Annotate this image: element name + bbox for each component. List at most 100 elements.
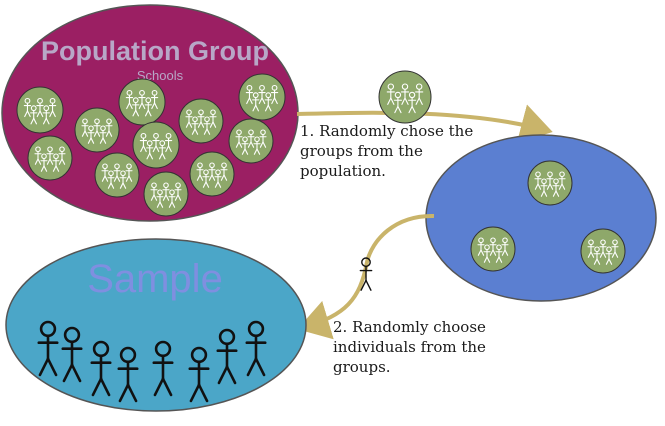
stick-figure-icon <box>37 320 59 377</box>
sample-title: Sample <box>87 257 223 301</box>
stick-figure-icon <box>599 239 607 258</box>
stick-figure-icon <box>540 178 548 197</box>
stick-figure-icon <box>48 97 57 118</box>
stick-figure-icon <box>139 132 148 153</box>
stick-figure-icon <box>216 328 238 385</box>
stick-figure-icon <box>158 140 166 160</box>
stick-figure-icon <box>220 162 228 181</box>
stick-figure-icon <box>253 136 261 155</box>
stick-figure-icon <box>119 170 127 189</box>
stick-figure-icon <box>156 189 164 208</box>
stick-figure-icon <box>501 237 509 256</box>
stick-figure-icon <box>264 92 272 112</box>
stick-figure-icon <box>214 169 222 188</box>
arrow-groups-to-sample <box>297 213 435 340</box>
school-cluster-icon <box>189 151 235 197</box>
stick-figure-icon <box>125 163 133 182</box>
stick-figure-icon <box>168 189 176 208</box>
school-cluster-icon <box>27 135 73 181</box>
stick-figure-icon <box>40 153 48 172</box>
school-cluster-icon <box>580 228 626 274</box>
school-cluster-icon <box>143 171 189 217</box>
stick-figure-icon <box>90 340 112 397</box>
school-cluster-icon <box>238 73 286 121</box>
stick-figure-icon <box>611 239 619 258</box>
stick-figure-icon <box>558 171 566 190</box>
stick-figure-icon <box>188 346 210 403</box>
stick-figure-icon <box>146 140 154 160</box>
sample-individuals <box>37 320 267 403</box>
stick-figure-icon <box>546 171 554 190</box>
stick-figure-icon <box>258 84 266 105</box>
stick-figure-icon <box>164 132 173 153</box>
stick-figure-icon <box>483 244 491 263</box>
stick-figure-icon <box>489 237 497 256</box>
stick-figure-icon <box>93 118 101 137</box>
step-2-label: 2. Randomly choose individuals from the … <box>333 318 486 376</box>
stick-figure-icon <box>138 89 146 110</box>
stick-figure-icon <box>42 105 50 125</box>
stick-figure-icon <box>46 146 54 165</box>
stick-figure-icon <box>202 169 210 188</box>
school-cluster-icon <box>94 152 140 198</box>
step-1-label: 1. Randomly chose the groups from the po… <box>300 122 474 180</box>
school-cluster-icon <box>527 160 573 206</box>
stick-figure-icon <box>144 97 152 117</box>
stick-figure-icon <box>259 129 267 148</box>
school-cluster-icon <box>118 78 166 126</box>
population-title: Population Group <box>41 36 269 66</box>
stick-figure-icon <box>197 109 205 128</box>
stick-figure-icon <box>81 118 89 137</box>
stick-figure-icon <box>393 91 403 114</box>
stick-figure-icon <box>235 129 243 148</box>
stick-figure-icon <box>196 162 204 181</box>
stick-figure-icon <box>477 237 485 256</box>
school-cluster-icon <box>132 121 180 169</box>
stick-figure-icon <box>247 129 255 148</box>
individual-in-transit <box>359 257 373 291</box>
stick-figure-icon <box>415 83 424 105</box>
stick-figure-icon <box>117 346 139 403</box>
stick-figure-icon <box>23 97 32 118</box>
selected-groups-clusters <box>470 160 626 274</box>
stick-figure-icon <box>407 91 417 114</box>
stick-figure-icon <box>30 105 38 125</box>
stick-figure-icon <box>34 146 42 165</box>
stick-figure-icon <box>152 340 174 397</box>
stick-figure-icon <box>150 182 158 201</box>
stick-figure-icon <box>241 136 249 155</box>
school-cluster-icon <box>228 118 274 164</box>
stick-figure-icon <box>245 84 254 105</box>
stick-figure-icon <box>185 109 193 128</box>
stick-figure-icon <box>203 116 211 135</box>
stick-figure-icon <box>162 182 170 201</box>
selected-cluster-in-transit <box>378 70 432 124</box>
stick-figure-icon <box>191 116 199 135</box>
school-cluster-icon <box>178 98 224 144</box>
stick-figure-icon <box>552 178 560 197</box>
stick-figure-icon <box>208 162 216 181</box>
stick-figure-icon <box>107 170 115 189</box>
stick-figure-icon <box>36 97 44 118</box>
stick-figure-icon <box>495 244 503 263</box>
population-clusters <box>16 73 286 217</box>
stick-figure-icon <box>125 89 134 110</box>
stick-figure-icon <box>245 320 267 377</box>
selected-cluster-icon <box>378 70 432 124</box>
stick-figure-icon <box>61 326 83 383</box>
stick-figure-icon <box>252 92 260 112</box>
stick-figure-icon <box>152 132 160 153</box>
stick-figure-icon <box>132 97 140 117</box>
stick-figure-icon <box>593 246 601 265</box>
stick-figure-icon <box>150 89 159 110</box>
stick-figure-icon <box>58 146 66 165</box>
school-cluster-icon <box>16 86 64 134</box>
stick-figure-icon <box>605 246 613 265</box>
stick-figure-icon <box>99 125 107 144</box>
stick-figure-icon <box>52 153 60 172</box>
stick-figure-icon <box>209 109 217 128</box>
stick-figure-icon <box>386 83 395 105</box>
school-cluster-icon <box>470 226 516 272</box>
